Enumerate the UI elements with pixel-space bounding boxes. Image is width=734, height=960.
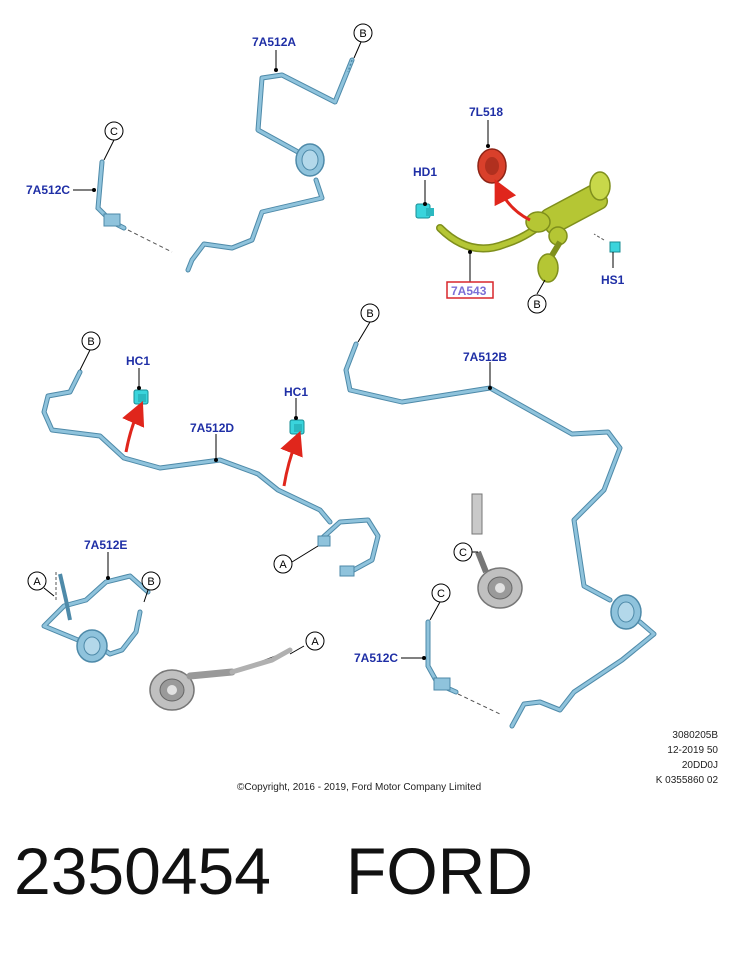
label-7a512e: 7A512E <box>84 538 127 552</box>
label-7a512b: 7A512B <box>463 350 507 364</box>
pulsation-damper-e <box>76 629 108 663</box>
label-hd1: HD1 <box>413 165 437 179</box>
svg-text:A: A <box>311 636 319 648</box>
parts-diagram: 7A512A 7A512C B C <box>26 23 657 729</box>
label-hs1: HS1 <box>601 273 625 287</box>
callout-a-middle: A <box>273 554 293 574</box>
svg-text:C: C <box>110 126 118 138</box>
pipe-7a512b-assembly: 7A512B 7A512C B C C <box>343 303 657 729</box>
callout-a-bottom-left: A <box>27 571 47 591</box>
callout-b-master: B <box>527 294 547 314</box>
callout-b-middle-left: B <box>81 331 101 351</box>
pipe-7a512e-assembly: 7A512E A B <box>27 538 161 663</box>
diagram-code-1: 3080205B <box>672 730 718 741</box>
pulsation-damper-lower <box>610 594 642 630</box>
diagram-code-3: 20DD0J <box>681 760 718 771</box>
callout-a-bottom-center: A <box>305 631 325 651</box>
label-7a543: 7A543 <box>451 284 487 298</box>
master-cylinder-body <box>525 171 611 246</box>
highlight-box-7a543 <box>446 281 494 299</box>
diagram-code-2: 12-2019 50 <box>667 745 718 756</box>
svg-text:A: A <box>33 576 41 588</box>
label-7a512d: 7A512D <box>190 421 234 435</box>
svg-text:A: A <box>279 559 287 571</box>
callout-b-right: B <box>360 303 380 323</box>
svg-text:C: C <box>437 588 445 600</box>
label-7a512a: 7A512A <box>252 35 296 49</box>
top-left-pipe-assembly: 7A512A 7A512C B C <box>26 23 373 273</box>
pipe-7a512a-lower <box>185 177 325 273</box>
brand-name: FORD <box>346 834 533 908</box>
label-7l518: 7L518 <box>469 105 503 119</box>
reservoir-cap <box>477 148 507 184</box>
svg-text:B: B <box>147 576 154 588</box>
label-hc1-right: HC1 <box>284 385 308 399</box>
pulsation-damper <box>295 143 325 177</box>
bolt-hs1 <box>593 233 621 253</box>
label-7a512c-lower: 7A512C <box>354 651 398 665</box>
clutch-slave-cylinder-right <box>471 493 523 609</box>
callout-c-right-upper: C <box>453 542 473 562</box>
label-7a512c-top: 7A512C <box>26 183 70 197</box>
clip-hd1 <box>415 203 434 219</box>
svg-text:B: B <box>533 299 540 311</box>
clip-hc1-right <box>289 419 305 435</box>
copyright-notice: ©Copyright, 2016 - 2019, Ford Motor Comp… <box>237 782 482 793</box>
part-number: 2350454 <box>14 834 271 908</box>
pipe-7a512a <box>255 57 355 161</box>
callout-c-top: C <box>104 121 124 141</box>
svg-text:B: B <box>359 28 366 40</box>
callout-b-bottom-left: B <box>141 571 161 591</box>
arrow-hc1-right <box>280 430 303 487</box>
clutch-slave-cylinder-center: A <box>149 631 325 711</box>
master-cylinder-boot <box>537 253 559 283</box>
callout-c-right-lower: C <box>431 583 451 603</box>
diagram-code-4: K 0355860 02 <box>655 775 718 786</box>
arrow-hc1-left <box>122 401 145 453</box>
svg-text:B: B <box>366 308 373 320</box>
svg-text:B: B <box>87 336 94 348</box>
pipe-7a512d-assembly: HC1 HC1 7A512D B A <box>41 331 381 577</box>
assembly-arrow <box>494 179 531 222</box>
clip-hc1-left <box>133 389 149 405</box>
label-hc1-left: HC1 <box>126 354 150 368</box>
svg-text:C: C <box>459 547 467 559</box>
master-cylinder-assembly: 7L518 HD1 7A543 HS1 B <box>413 105 625 314</box>
callout-b-top: B <box>353 23 373 43</box>
